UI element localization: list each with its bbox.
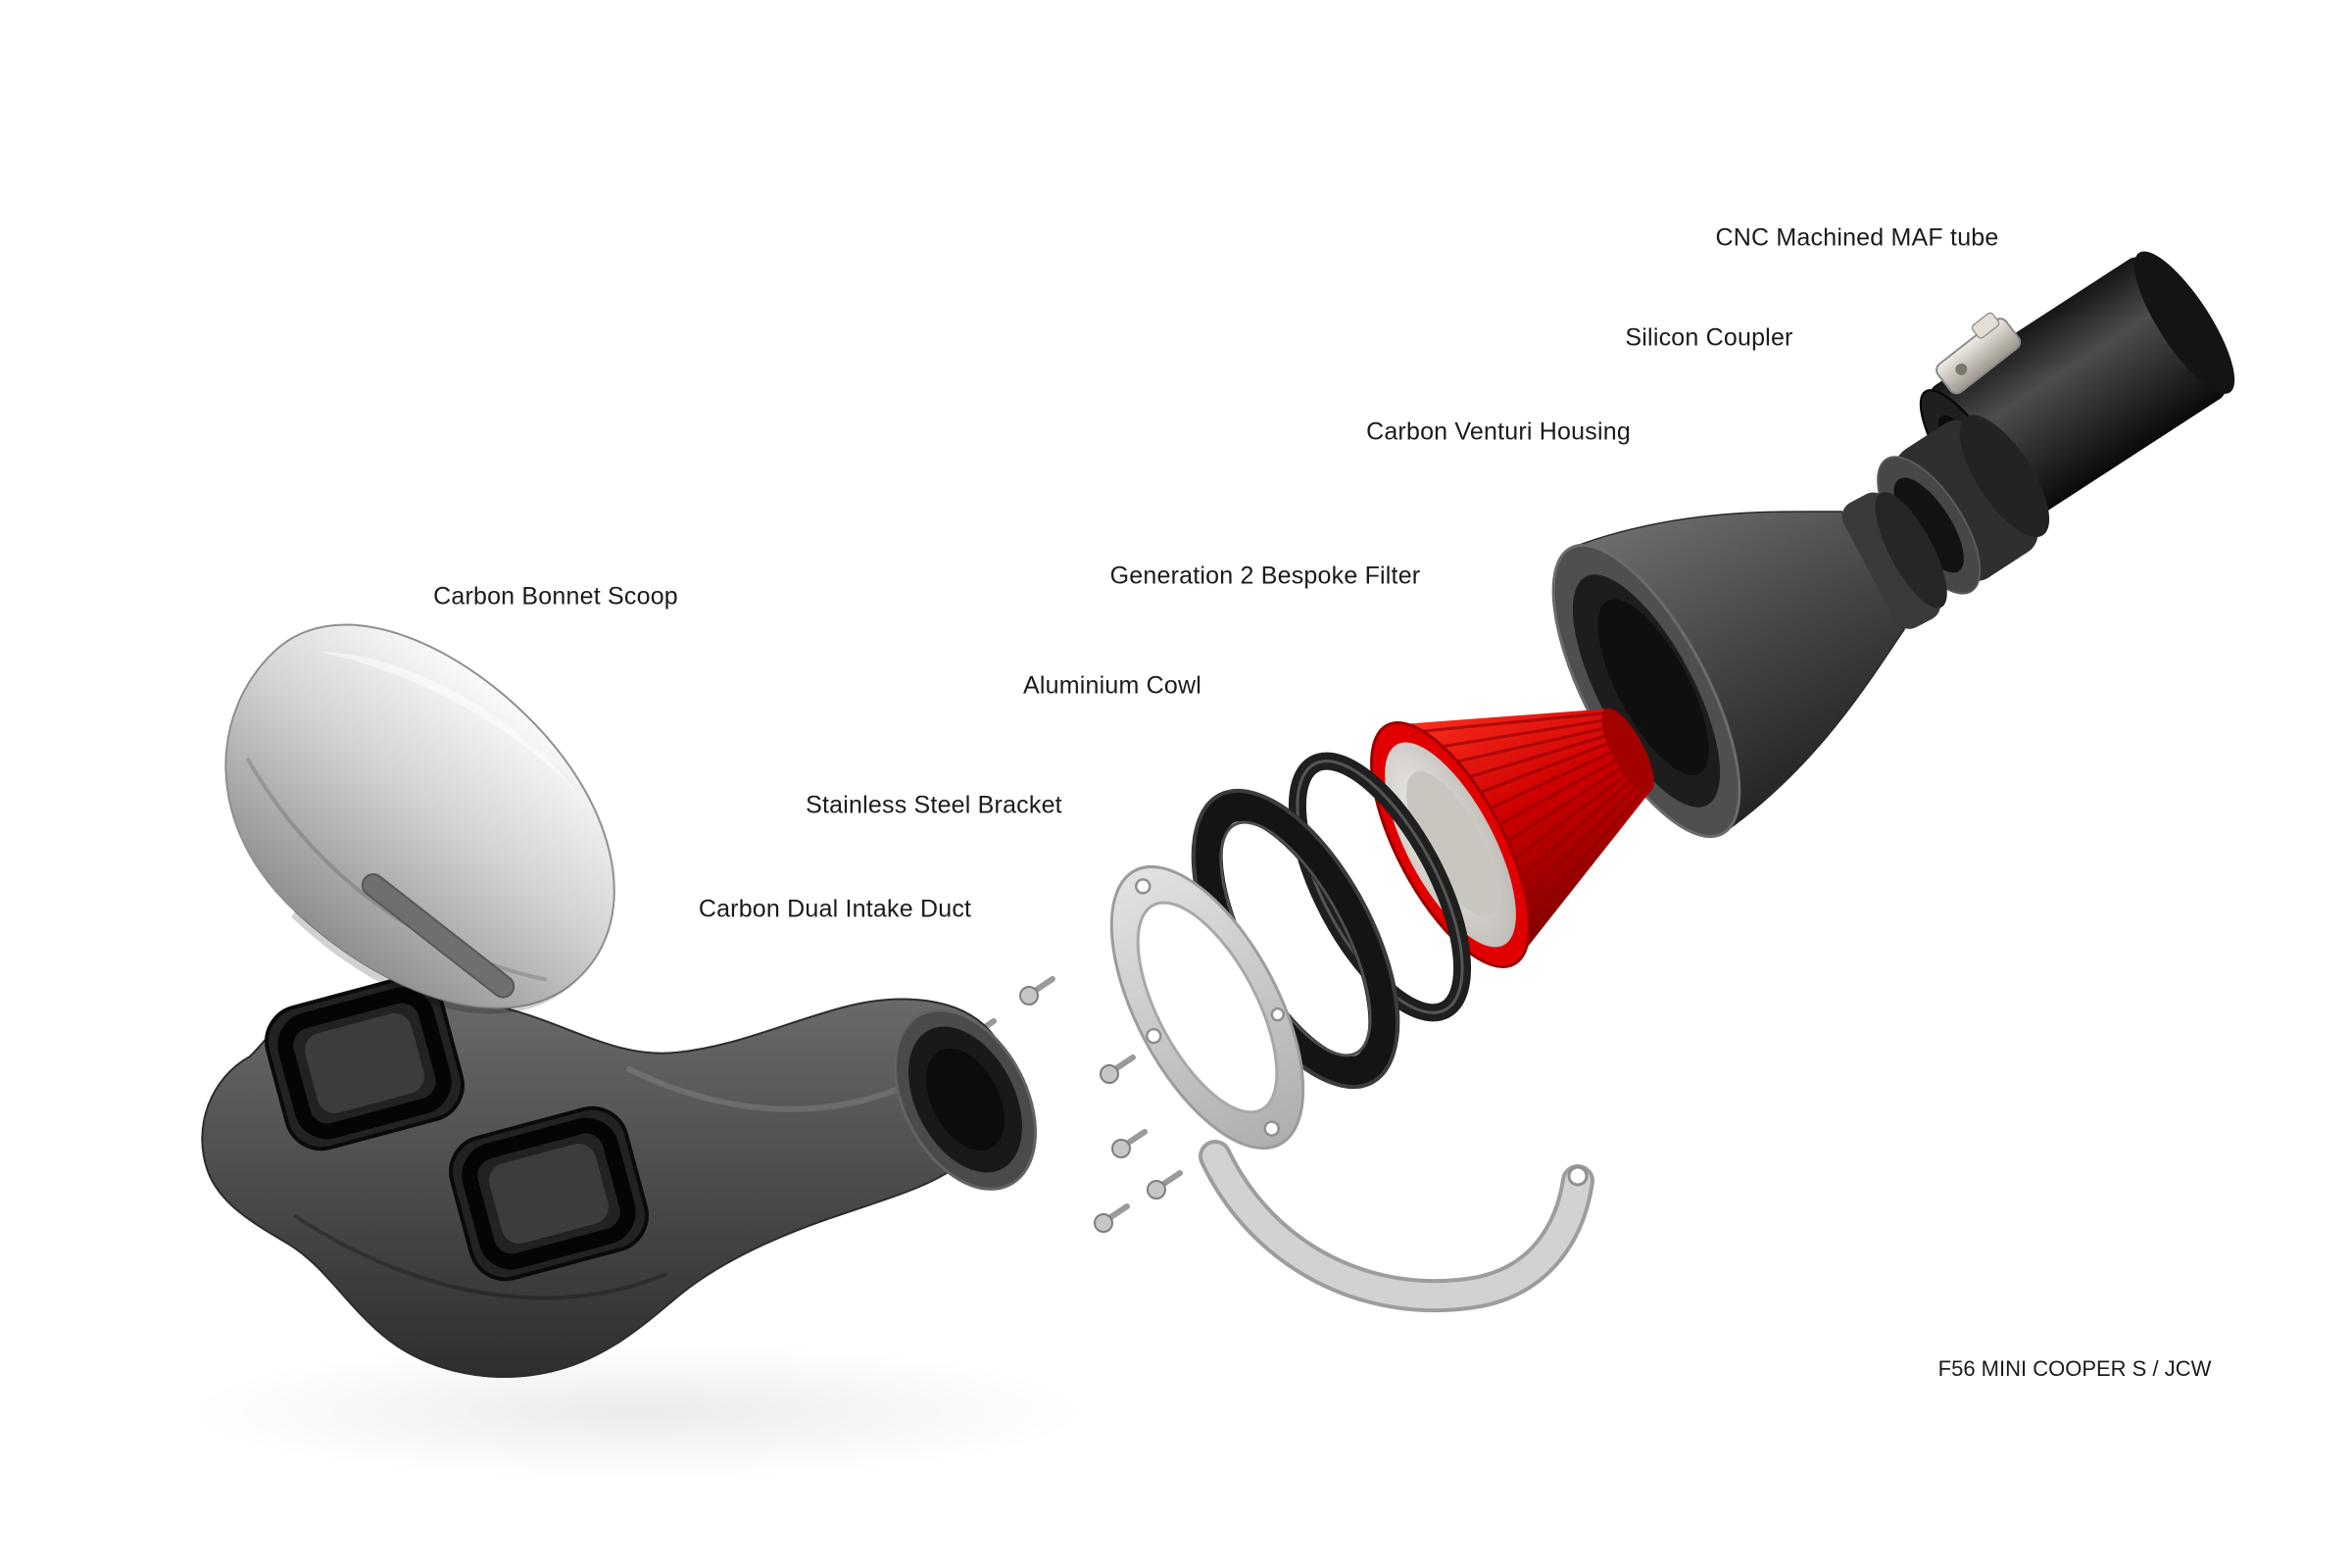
floor-shadow bbox=[186, 1343, 1088, 1480]
label-bonnet-scoop: Carbon Bonnet Scoop bbox=[433, 582, 678, 611]
vehicle-model-caption: F56 MINI COOPER S / JCW bbox=[1937, 1356, 2212, 1381]
label-dual-intake-duct: Carbon Dual Intake Duct bbox=[698, 895, 972, 923]
label-carbon-venturi: Carbon Venturi Housing bbox=[1366, 417, 1631, 446]
label-steel-bracket: Stainless Steel Bracket bbox=[806, 791, 1062, 819]
label-gen2-filter: Generation 2 Bespoke Filter bbox=[1109, 562, 1421, 590]
stainless-steel-bracket-graphic bbox=[1109, 864, 1594, 1313]
bonnet-scoop-graphic bbox=[224, 623, 615, 1014]
label-cnc-maf-tube: CNC Machined MAF tube bbox=[1715, 223, 1999, 252]
dual-intake-duct-graphic bbox=[201, 975, 1038, 1378]
label-silicon-coupler: Silicon Coupler bbox=[1625, 323, 1793, 352]
label-aluminium-cowl: Aluminium Cowl bbox=[1022, 671, 1202, 700]
silicon-coupler-graphic bbox=[1877, 415, 2050, 595]
